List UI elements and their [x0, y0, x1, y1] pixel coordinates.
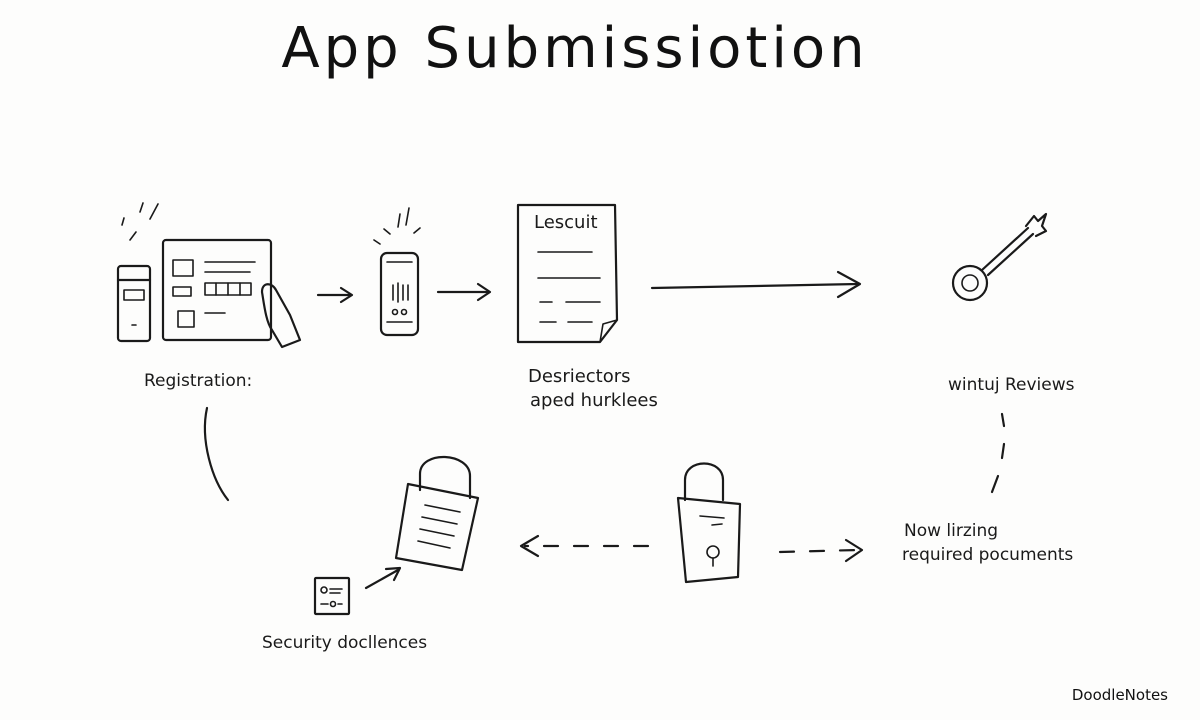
- required-docs-label-line-2: required pocuments: [902, 545, 1074, 565]
- required-docs-label-line-1: Now lirzing: [904, 521, 999, 541]
- arrow-padlock-to-required-docs: [778, 538, 864, 563]
- arrow-document-to-reviews: [650, 270, 862, 299]
- connector-registration-to-security: [203, 406, 230, 502]
- document-label-line-2: aped hurklees: [530, 390, 658, 411]
- reviews-label: wintuj Reviews: [948, 375, 1075, 395]
- arrow-padlock-to-security: [519, 534, 650, 558]
- key-icon: [951, 212, 1048, 302]
- arrow-card-to-padlock: [364, 566, 402, 590]
- document-label-line-1: Desriectors: [528, 366, 631, 387]
- registration-label: Registration:: [144, 371, 253, 391]
- padlock-document-icon: [394, 455, 480, 572]
- arrow-registration-to-phone: [316, 286, 354, 304]
- brand-watermark: DoodleNotes: [1071, 686, 1168, 704]
- security-card-icon: [313, 576, 351, 616]
- diagram-title: App Submissiotion: [281, 16, 869, 81]
- document-icon: [516, 203, 619, 344]
- padlock-icon: [676, 462, 742, 584]
- connector-reviews-to-required-docs: [990, 412, 1006, 494]
- mobile-phone-icon: [373, 207, 421, 337]
- arrow-phone-to-document: [436, 282, 492, 302]
- security-label: Security docllences: [262, 633, 428, 653]
- document-heading: Lescuit: [534, 212, 598, 233]
- registration-form-icon: [116, 202, 302, 349]
